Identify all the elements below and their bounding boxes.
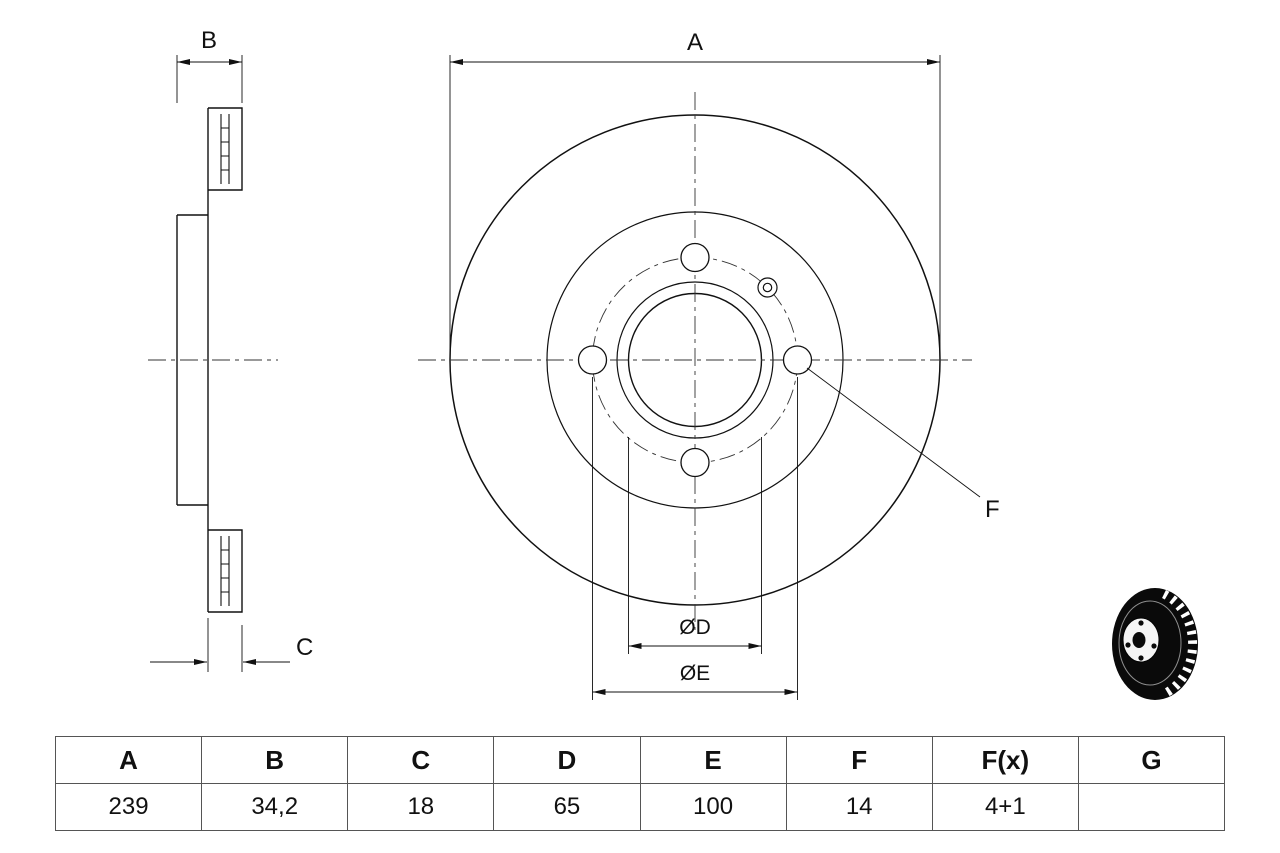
vent-slot-lines xyxy=(220,114,230,606)
brake-disc-drawing: A B C ØD ØE xyxy=(148,27,1198,700)
vent-vane-lines xyxy=(221,127,229,593)
table-header-cell-a: A xyxy=(54,736,203,784)
front-view xyxy=(418,92,972,630)
table-header-cell-e: E xyxy=(639,736,787,784)
bolt-hole-left xyxy=(577,345,608,375)
photo-bolt-hole-3 xyxy=(1151,643,1157,649)
bolt-hole-right xyxy=(782,345,813,375)
table-header-cell-d: D xyxy=(493,736,641,784)
photo-bolt-hole-2 xyxy=(1125,642,1131,648)
table-value-cell-d: 65 xyxy=(493,783,641,831)
photo-bolt-hole-1 xyxy=(1138,620,1144,626)
callout-f: F xyxy=(806,367,1000,523)
table-header-cell-f: F xyxy=(785,736,933,784)
photo-face-groove xyxy=(1118,600,1182,686)
bolt-hole-bottom xyxy=(680,447,710,478)
table-header-cell-fx: F(x) xyxy=(931,736,1079,784)
dimension-d: ØD xyxy=(628,437,762,654)
table-header-cell-c: C xyxy=(347,736,495,784)
photo-vent-slots xyxy=(1161,589,1198,699)
brake-disc-photo-icon xyxy=(1112,588,1198,700)
table-value-cell-c: 18 xyxy=(347,783,495,831)
dim-b-label: B xyxy=(201,27,217,54)
locating-pin-hole-outer xyxy=(757,277,778,298)
table-value-cell-fx: 4+1 xyxy=(931,783,1079,831)
side-view-outline xyxy=(176,107,243,613)
locating-pin-hole-inner xyxy=(762,282,773,293)
table-value-cell-g xyxy=(1077,783,1226,831)
callout-f-label: F xyxy=(985,496,1000,523)
photo-bolt-hole-4 xyxy=(1138,655,1144,661)
table-value-row: 239 34,2 18 65 100 14 4+1 xyxy=(54,783,1226,831)
dim-d-label: ØD xyxy=(679,616,711,639)
dimension-a: A xyxy=(449,29,941,356)
dimension-c: C xyxy=(150,618,313,672)
table-header-cell-b: B xyxy=(201,736,349,784)
dim-a-label: A xyxy=(687,29,703,56)
dimensions-table: A B C D E F F(x) G 239 34,2 18 65 100 14… xyxy=(54,736,1226,831)
photo-center-bore xyxy=(1132,632,1146,648)
table-value-cell-e: 100 xyxy=(639,783,787,831)
dim-c-label: C xyxy=(296,634,313,661)
callout-f-leader-line xyxy=(806,367,981,498)
dim-e-label: ØE xyxy=(680,662,710,685)
bolt-hole-top xyxy=(680,242,710,273)
side-section-view xyxy=(148,107,278,613)
table-header-row: A B C D E F F(x) G xyxy=(54,736,1226,784)
dimension-b: B xyxy=(176,27,243,103)
table-value-cell-b: 34,2 xyxy=(201,783,349,831)
dimension-e: ØE xyxy=(592,377,798,700)
table-value-cell-f: 14 xyxy=(785,783,933,831)
table-header-cell-g: G xyxy=(1077,736,1226,784)
table-value-cell-a: 239 xyxy=(54,783,203,831)
